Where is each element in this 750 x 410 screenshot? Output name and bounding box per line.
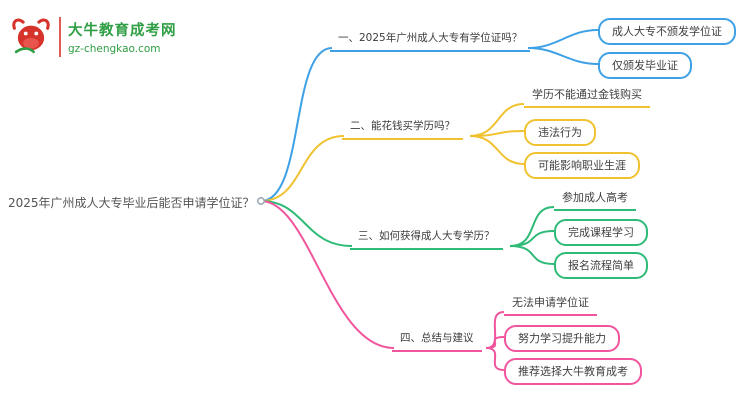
branch-4-child-2: 努力学习提升能力 bbox=[504, 325, 620, 352]
logo-bull-icon bbox=[12, 18, 50, 54]
connector-branch-4-child-3 bbox=[485, 347, 505, 371]
root-junction-dot bbox=[257, 197, 265, 205]
connector-branch-2-child-2 bbox=[469, 130, 525, 137]
branch-4-child-3: 推荐选择大牛教育成考 bbox=[504, 358, 642, 385]
branch-3-child-2: 完成课程学习 bbox=[554, 219, 648, 246]
connector-root-branch-2 bbox=[260, 135, 345, 202]
branch-3-child-3: 报名流程简单 bbox=[554, 252, 648, 279]
branch-1-child-1: 成人大专不颁发学位证 bbox=[598, 18, 736, 45]
site-name: 大牛教育成考网 bbox=[68, 23, 177, 39]
site-url: gz-chengkao.com bbox=[68, 43, 161, 55]
connector-branch-4-child-2 bbox=[485, 336, 505, 349]
connector-branch-1-child-1 bbox=[527, 29, 599, 49]
branch-3-label: 三、如何获得成人大专学历？ bbox=[350, 225, 503, 250]
connector-branch-1-child-2 bbox=[527, 47, 599, 65]
branch-1-child-2: 仅颁发毕业证 bbox=[598, 52, 692, 79]
branch-2-child-1: 学历不能通过金钱购买 bbox=[524, 84, 650, 108]
branch-3-child-1: 参加成人高考 bbox=[554, 187, 636, 211]
logo-text-block: 大牛教育成考网 gz-chengkao.com bbox=[68, 19, 177, 55]
branch-1-label: 一、2025年广州成人大专有学位证吗？ bbox=[330, 27, 531, 52]
branch-2-child-2: 违法行为 bbox=[524, 119, 596, 146]
connector-root-branch-4 bbox=[260, 200, 395, 349]
branch-4-label: 四、总结与建议 bbox=[392, 327, 482, 352]
connector-branch-2-child-3 bbox=[469, 135, 525, 165]
branch-2-label: 二、能花钱买学历吗？ bbox=[342, 115, 463, 140]
site-logo: 大牛教育成考网 gz-chengkao.com bbox=[10, 16, 177, 58]
connector-root-branch-1 bbox=[260, 47, 333, 202]
connector-branch-3-child-3 bbox=[509, 245, 555, 265]
root-topic: 2025年广州成人大专毕业后能否申请学位证？ bbox=[8, 196, 255, 210]
branch-2-child-3: 可能影响职业生涯 bbox=[524, 152, 640, 179]
connector-root-branch-3 bbox=[260, 200, 353, 247]
logo-divider bbox=[59, 17, 61, 57]
branch-4-child-1: 无法申请学位证 bbox=[504, 292, 597, 316]
connector-branch-3-child-2 bbox=[509, 230, 555, 247]
